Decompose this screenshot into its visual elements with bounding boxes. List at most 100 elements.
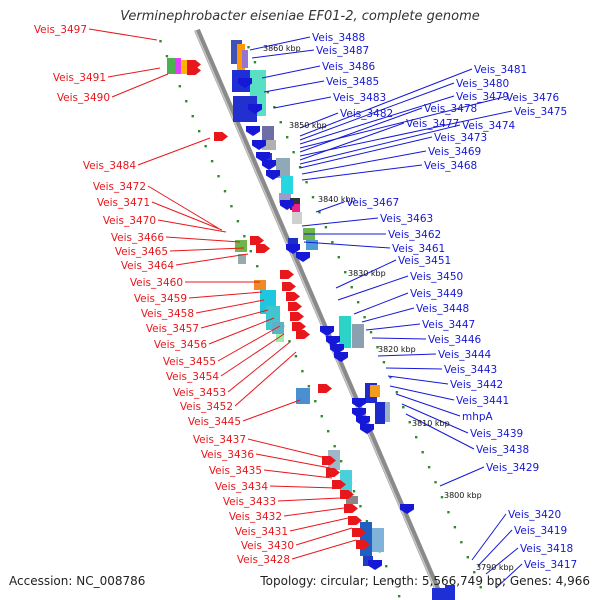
- gene-label-veis-3445[interactable]: Veis_3445: [188, 416, 241, 428]
- gene-label-veis-3473[interactable]: Veis_3473: [434, 132, 487, 144]
- gene-block[interactable]: [445, 585, 455, 600]
- gene-arrow[interactable]: [318, 384, 332, 393]
- gene-block[interactable]: [181, 60, 187, 74]
- gene-arrow[interactable]: [356, 416, 370, 426]
- gene-label-veis-3497[interactable]: Veis_3497: [34, 24, 87, 36]
- left-gene-labels[interactable]: Veis_3497Veis_3491Veis_3490Veis_3484Veis…: [34, 24, 294, 566]
- gene-label-veis-3430[interactable]: Veis_3430: [241, 540, 294, 552]
- gene-block[interactable]: [242, 50, 248, 68]
- right-gene-labels[interactable]: Veis_3488Veis_3487Veis_3486Veis_3485Veis…: [312, 32, 577, 571]
- gene-label-veis-3465[interactable]: Veis_3465: [115, 246, 168, 258]
- gene-arrow[interactable]: [187, 66, 201, 75]
- gene-label-veis-3470[interactable]: Veis_3470: [103, 215, 156, 227]
- gene-label-veis-3438[interactable]: Veis_3438: [476, 444, 529, 456]
- gene-label-veis-3460[interactable]: Veis_3460: [130, 277, 183, 289]
- gene-label-veis-3485[interactable]: Veis_3485: [326, 76, 379, 88]
- gene-label-veis-3462[interactable]: Veis_3462: [388, 229, 441, 241]
- gene-label-veis-3461[interactable]: Veis_3461: [392, 243, 445, 255]
- gene-label-veis-3442[interactable]: Veis_3442: [450, 379, 503, 391]
- gene-label-veis-3459[interactable]: Veis_3459: [134, 293, 187, 305]
- gene-block[interactable]: [235, 240, 247, 252]
- gene-label-veis-3429[interactable]: Veis_3429: [486, 462, 539, 474]
- gene-label-veis-3482[interactable]: Veis_3482: [340, 108, 393, 120]
- gene-label-veis-3457[interactable]: Veis_3457: [146, 323, 199, 335]
- gene-arrow[interactable]: [266, 170, 280, 180]
- gene-block[interactable]: [339, 316, 351, 348]
- gene-block[interactable]: [262, 126, 274, 140]
- gene-label-veis-3476[interactable]: Veis_3476: [506, 92, 560, 104]
- gene-label-veis-3439[interactable]: Veis_3439: [470, 428, 523, 440]
- gene-label-veis-3471[interactable]: Veis_3471: [97, 197, 150, 209]
- gene-label-veis-3453[interactable]: Veis_3453: [173, 387, 226, 399]
- gene-arrow[interactable]: [214, 132, 228, 141]
- gene-label-veis-3446[interactable]: Veis_3446: [428, 334, 482, 346]
- gene-label-veis-3420[interactable]: Veis_3420: [508, 509, 561, 521]
- gene-arrow[interactable]: [250, 236, 264, 245]
- gene-label-veis-3468[interactable]: Veis_3468: [424, 160, 477, 172]
- gene-block[interactable]: [175, 58, 181, 74]
- gene-label-veis-3479[interactable]: Veis_3479: [456, 91, 509, 103]
- gene-arrow[interactable]: [352, 398, 366, 408]
- gene-arrow[interactable]: [248, 104, 262, 114]
- gene-arrow[interactable]: [400, 504, 414, 514]
- gene-label-veis-3484[interactable]: Veis_3484: [83, 160, 137, 172]
- gene-label-veis-3487[interactable]: Veis_3487: [316, 45, 369, 57]
- gene-label-veis-3474[interactable]: Veis_3474: [462, 120, 516, 132]
- gene-label-veis-3432[interactable]: Veis_3432: [229, 511, 282, 523]
- gene-label-veis-3472[interactable]: Veis_3472: [93, 181, 146, 193]
- gene-block[interactable]: [306, 240, 318, 250]
- gene-arrow[interactable]: [332, 480, 346, 489]
- gene-arrow[interactable]: [334, 352, 348, 362]
- gene-label-veis-3464[interactable]: Veis_3464: [121, 260, 175, 272]
- gene-block[interactable]: [352, 324, 364, 348]
- gene-label-veis-3443[interactable]: Veis_3443: [444, 364, 497, 376]
- gene-block[interactable]: [237, 44, 245, 70]
- gene-label-veis-3435[interactable]: Veis_3435: [209, 465, 262, 477]
- gene-label-veis-3478[interactable]: Veis_3478: [424, 103, 477, 115]
- gene-label-veis-3455[interactable]: Veis_3455: [163, 356, 216, 368]
- gene-label-veis-3475[interactable]: Veis_3475: [514, 106, 567, 118]
- gene-label-veis-3444[interactable]: Veis_3444: [438, 349, 492, 361]
- gene-block[interactable]: [372, 528, 384, 552]
- gene-label-veis-3480[interactable]: Veis_3480: [456, 78, 509, 90]
- gene-arrow[interactable]: [256, 244, 270, 253]
- gene-arrow[interactable]: [344, 504, 358, 513]
- gene-arrow[interactable]: [290, 312, 304, 321]
- gene-label-veis-3433[interactable]: Veis_3433: [223, 496, 276, 508]
- gene-label-veis-3481[interactable]: Veis_3481: [474, 64, 527, 76]
- gene-block[interactable]: [276, 334, 284, 342]
- gene-arrow[interactable]: [292, 322, 306, 331]
- gene-arrow[interactable]: [262, 160, 276, 170]
- gene-arrow[interactable]: [360, 424, 374, 434]
- gene-label-veis-3467[interactable]: Veis_3467: [346, 197, 399, 209]
- gene-arrow[interactable]: [352, 528, 366, 537]
- gene-arrow[interactable]: [296, 252, 310, 262]
- gene-label-veis-3469[interactable]: Veis_3469: [428, 146, 481, 158]
- gene-block[interactable]: [254, 280, 266, 290]
- gene-arrow[interactable]: [282, 282, 296, 291]
- gene-block[interactable]: [370, 385, 380, 397]
- gene-block[interactable]: [346, 496, 358, 504]
- gene-arrow[interactable]: [348, 516, 362, 525]
- gene-label-veis-3488[interactable]: Veis_3488: [312, 32, 365, 44]
- gene-arrow[interactable]: [288, 302, 302, 311]
- gene-block[interactable]: [296, 388, 310, 404]
- gene-block[interactable]: [279, 193, 291, 203]
- gene-label-veis-3491[interactable]: Veis_3491: [53, 72, 106, 84]
- gene-label-veis-3448[interactable]: Veis_3448: [416, 303, 469, 315]
- gene-label-mhpa[interactable]: mhpA: [462, 411, 494, 423]
- gene-label-veis-3477[interactable]: Veis_3477: [406, 118, 459, 130]
- gene-block[interactable]: [432, 588, 446, 600]
- gene-arrow[interactable]: [340, 490, 354, 499]
- gene-arrow[interactable]: [238, 78, 252, 88]
- gene-label-veis-3456[interactable]: Veis_3456: [154, 339, 208, 351]
- gene-arrow[interactable]: [320, 326, 334, 336]
- gene-label-veis-3450[interactable]: Veis_3450: [410, 271, 463, 283]
- gene-label-veis-3451[interactable]: Veis_3451: [398, 255, 451, 267]
- gene-features[interactable]: [167, 40, 455, 600]
- gene-label-veis-3458[interactable]: Veis_3458: [141, 308, 194, 320]
- gene-arrow[interactable]: [368, 560, 382, 570]
- gene-arrow[interactable]: [330, 344, 344, 354]
- gene-arrow[interactable]: [326, 468, 340, 477]
